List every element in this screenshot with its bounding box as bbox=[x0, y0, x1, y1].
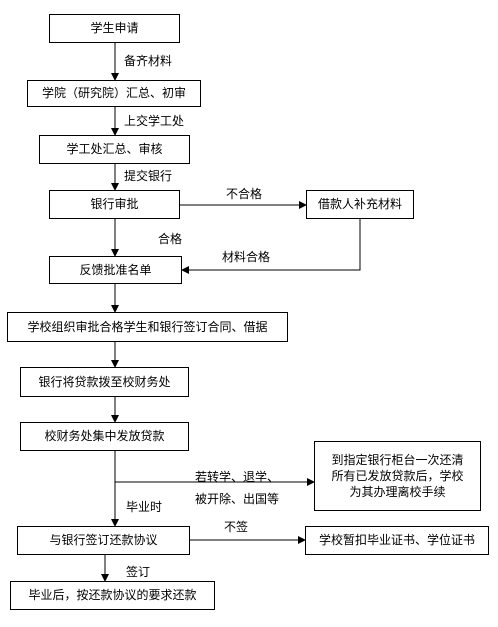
label-submit-office: 上交学工处 bbox=[124, 114, 185, 128]
step-after: 毕业后，按还款协议的要求还款 bbox=[10, 581, 215, 610]
step-sign: 与银行签订还款协议 bbox=[17, 526, 190, 555]
step-withhold: 学校暂扣毕业证书、学位证书 bbox=[305, 526, 489, 555]
step-apply: 学生申请 bbox=[49, 14, 180, 43]
label-submit-bank: 提交银行 bbox=[124, 169, 173, 183]
label-pass: 合格 bbox=[158, 232, 183, 246]
step-office: 学工处汇总、审核 bbox=[39, 135, 190, 164]
label-fail: 不合格 bbox=[226, 187, 263, 201]
label-graduation: 毕业时 bbox=[126, 500, 163, 514]
step-college: 学院（研究院）汇总、初审 bbox=[27, 80, 201, 107]
arrow-supplement-to-feedback bbox=[181, 219, 361, 274]
label-transfer-reasons: 若转学、退学、 被开除、出国等 bbox=[195, 470, 280, 506]
label-materials-ok: 材料合格 bbox=[222, 250, 271, 264]
step-feedback: 反馈批准名单 bbox=[49, 256, 182, 284]
step-distribute: 校财务处集中发放贷款 bbox=[20, 422, 189, 451]
step-bank: 银行审批 bbox=[49, 190, 180, 219]
label-materials: 备齐材料 bbox=[124, 54, 173, 68]
label-not-sign: 不签 bbox=[224, 520, 249, 534]
step-supplement: 借款人补充材料 bbox=[306, 190, 414, 219]
step-transfer: 银行将贷款拨至校财务处 bbox=[20, 367, 189, 397]
step-organize: 学校组织审批合格学生和银行签订合同、借据 bbox=[7, 312, 288, 342]
label-signed: 签订 bbox=[126, 565, 151, 579]
step-repay-once: 到指定银行柜台一次还清 所有已发放贷款后，学校 为其办理离校手续 bbox=[314, 441, 481, 511]
